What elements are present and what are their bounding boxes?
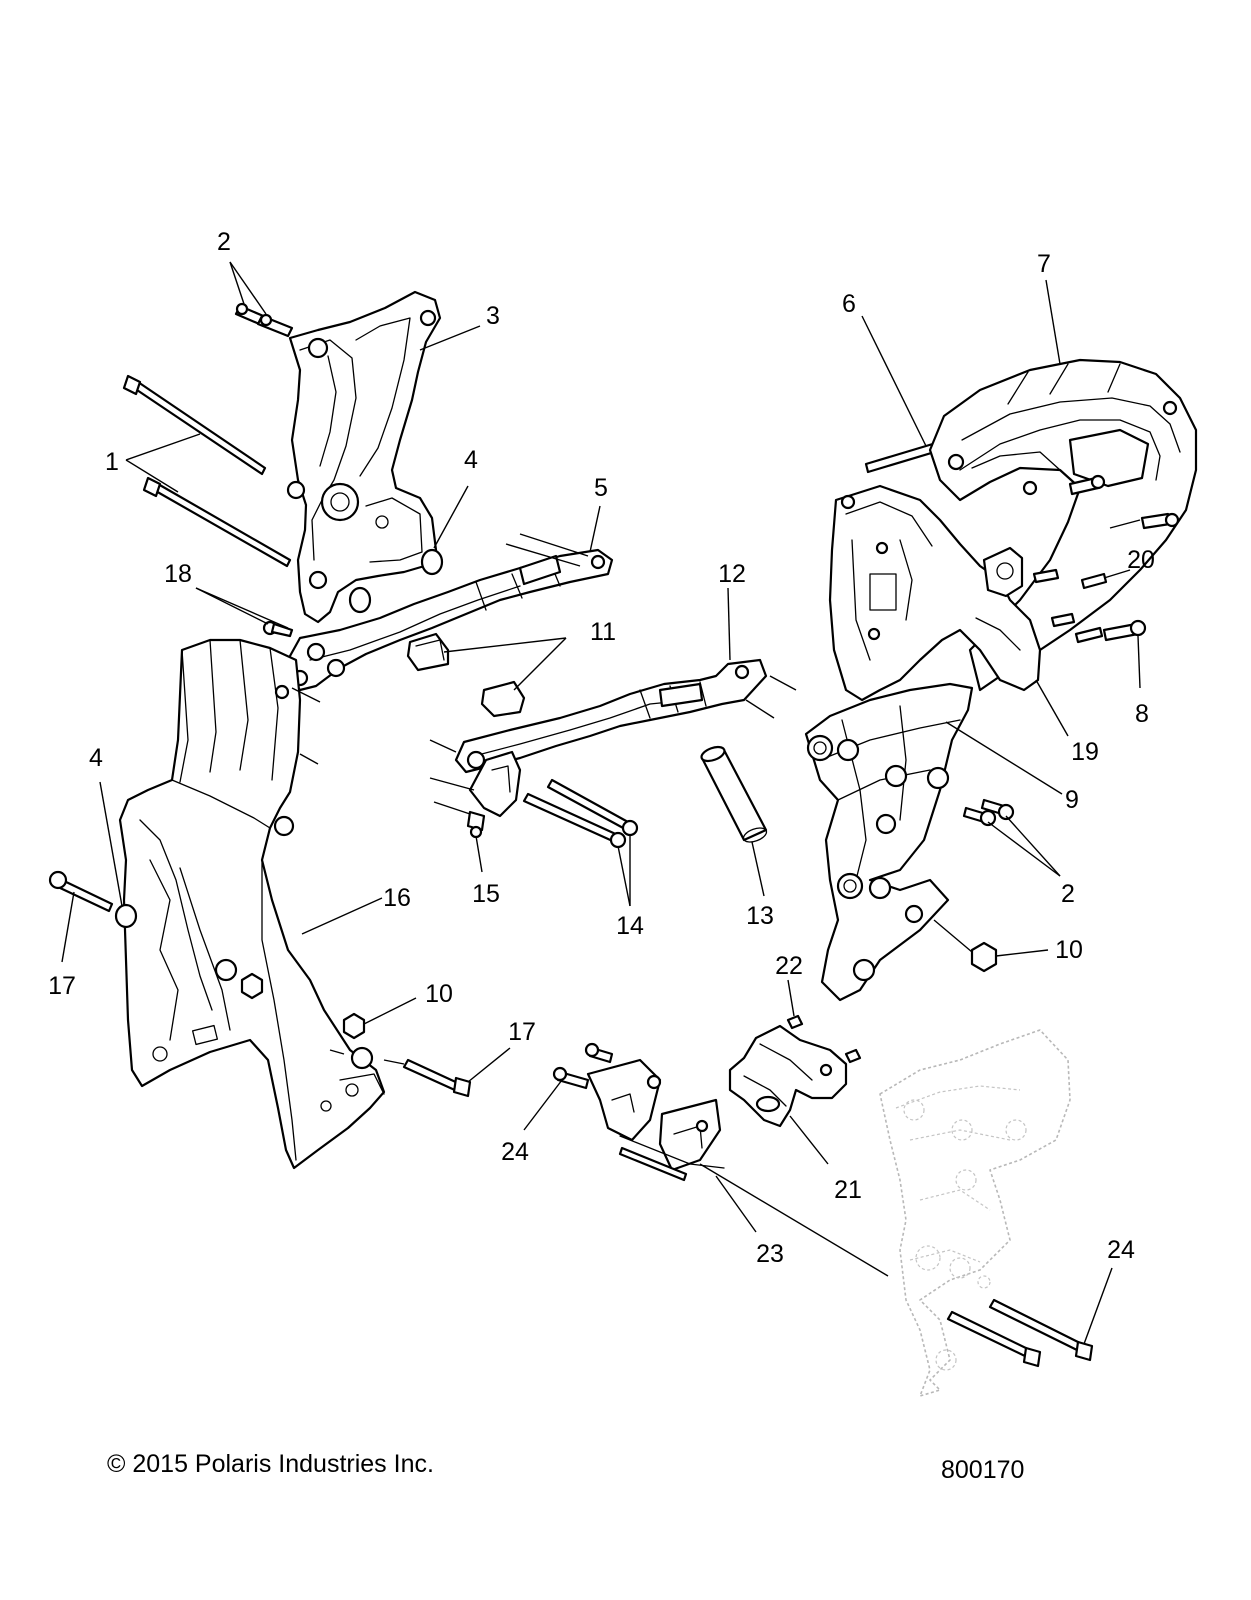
callout-4-lower: 4 <box>89 744 103 772</box>
callout-19: 19 <box>1071 738 1099 766</box>
part-9-rear-frame-bracket <box>804 682 974 1002</box>
part-11-clip-left <box>406 632 450 672</box>
callout-12: 12 <box>718 560 746 588</box>
part-19-rear-subframe <box>828 484 1042 702</box>
callout-8: 8 <box>1135 700 1149 728</box>
part-4-spacer-lower <box>114 903 138 929</box>
callout-6: 6 <box>842 290 856 318</box>
part-8-bolts <box>1068 474 1180 642</box>
callout-23: 23 <box>756 1240 784 1268</box>
ghost-reference-frame <box>879 1029 1071 1397</box>
callout-10-right: 10 <box>1055 936 1083 964</box>
callout-3: 3 <box>486 302 500 330</box>
part-24-bolts-right <box>946 1298 1094 1368</box>
part-3-upper-bracket <box>286 290 442 624</box>
part-4-spacer-upper <box>348 548 444 614</box>
part-11-clip-center <box>480 680 526 718</box>
part-17-bolt-right <box>402 1058 472 1098</box>
part-17-bolt-left <box>48 870 114 913</box>
part-24-bolts-lower <box>552 1042 614 1090</box>
part-12-center-brace-arm <box>454 658 768 818</box>
part-2-bolts-right <box>962 798 1015 827</box>
callout-7: 7 <box>1037 250 1051 278</box>
part-16-front-frame <box>118 638 386 1170</box>
copyright-text: © 2015 Polaris Industries Inc. <box>107 1450 434 1478</box>
callout-13: 13 <box>746 902 774 930</box>
part-2-bolts-top <box>234 302 294 338</box>
part-10-nut-right <box>970 941 998 973</box>
callout-9: 9 <box>1065 786 1079 814</box>
callout-2-top: 2 <box>217 228 231 256</box>
callout-22: 22 <box>775 952 803 980</box>
callout-15: 15 <box>472 880 500 908</box>
drawing-number: 800170 <box>941 1456 1025 1484</box>
part-10-nuts-left <box>240 972 366 1040</box>
callout-5: 5 <box>594 474 608 502</box>
callout-11: 11 <box>590 618 616 646</box>
callout-1: 1 <box>105 448 119 476</box>
callout-16: 16 <box>383 884 411 912</box>
callout-4-upper: 4 <box>464 446 478 474</box>
callout-20: 20 <box>1127 546 1155 574</box>
leader-lines <box>61 261 1141 1345</box>
callout-24-right: 24 <box>1107 1236 1135 1264</box>
part-15-bolt <box>466 810 486 839</box>
callout-10-left: 10 <box>425 980 453 1008</box>
callout-17-right: 17 <box>508 1018 536 1046</box>
callout-2-right: 2 <box>1061 880 1075 908</box>
callout-labels: 2 3 1 4 5 18 11 12 6 7 20 8 19 9 2 10 4 … <box>48 228 1155 1268</box>
part-22-screws <box>786 1014 862 1064</box>
part-20-screws <box>1032 568 1108 644</box>
part-14-long-bolts <box>522 778 639 849</box>
callout-21: 21 <box>834 1176 862 1204</box>
callout-24-lower: 24 <box>501 1138 529 1166</box>
part-5-left-brace-arm <box>286 548 614 692</box>
part-21-lower-bracket <box>728 1024 848 1128</box>
part-13-pin <box>700 745 768 843</box>
callout-17-left: 17 <box>48 972 76 1000</box>
callout-14: 14 <box>616 912 644 940</box>
part-1-through-bolts <box>122 374 292 568</box>
part-23-lower-plates <box>586 1058 725 1182</box>
callout-18: 18 <box>164 560 192 588</box>
